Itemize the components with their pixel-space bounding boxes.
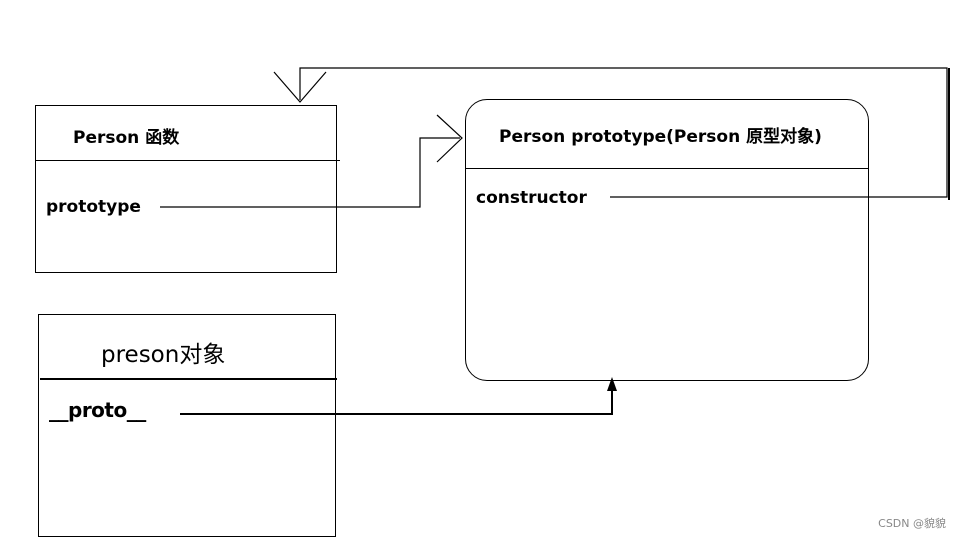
person-function-title: Person 函数 bbox=[73, 128, 180, 148]
preson-object-box: preson对象 __proto__ bbox=[38, 314, 337, 537]
constructor-arrowhead bbox=[273, 71, 327, 103]
person-prototype-title: Person prototype(Person 原型对象) bbox=[499, 127, 822, 147]
proto-link-line bbox=[180, 387, 613, 415]
person-prototype-box: Person prototype(Person 原型对象) constructo… bbox=[465, 99, 869, 381]
preson-object-divider bbox=[40, 378, 337, 380]
csdn-watermark: CSDN @貌貌 bbox=[878, 517, 946, 530]
prototype-link-line bbox=[160, 137, 460, 208]
prototype-field: prototype bbox=[46, 197, 141, 217]
proto-field: __proto__ bbox=[49, 398, 146, 422]
preson-object-title: preson对象 bbox=[101, 342, 226, 368]
person-function-box: Person 函数 prototype bbox=[35, 105, 340, 273]
constructor-field: constructor bbox=[476, 188, 587, 208]
prototype-arrowhead bbox=[436, 114, 463, 163]
person-function-divider bbox=[35, 160, 340, 161]
constructor-link-line bbox=[299, 67, 948, 198]
proto-arrowhead bbox=[607, 377, 617, 391]
person-prototype-divider bbox=[466, 168, 868, 169]
